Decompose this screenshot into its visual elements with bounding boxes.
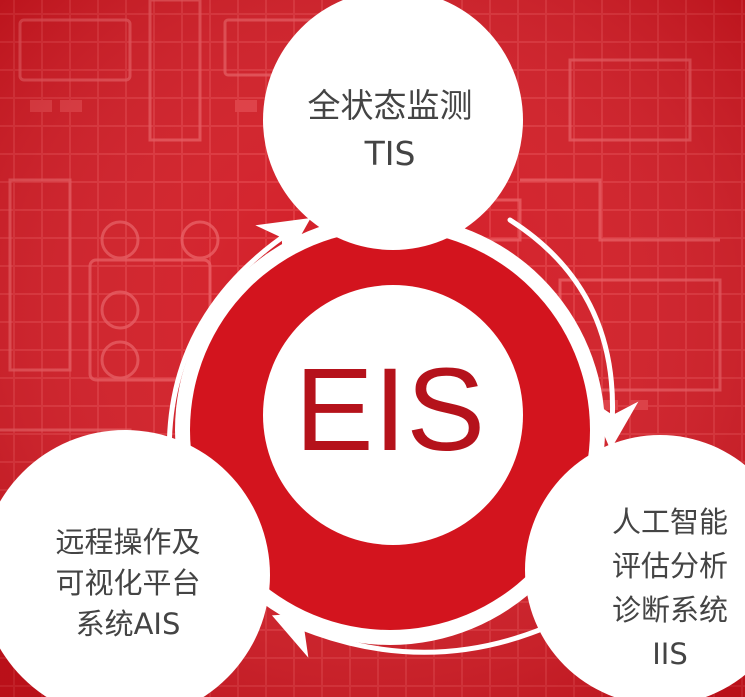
node-right-line-2: 评估分析 [611,549,728,583]
node-circle-right [525,435,745,697]
arrow-left-to-top [166,217,311,473]
node-right-line-4: IIS [652,637,688,671]
arrow-top-to-right [507,217,639,450]
node-label-right: 人工智能 评估分析 诊断系统 IIS [595,500,745,676]
node-right-line-1: 人工智能 [611,505,728,539]
node-label-left: 远程操作及 可视化平台 系统AIS [28,522,228,645]
node-circle-top [263,0,523,250]
node-left-line-2: 可视化平台 [55,566,201,600]
node-top-line-1: 全状态监测 [307,86,473,125]
node-top-line-2: TIS [364,134,416,173]
center-label: EIS [294,344,486,476]
node-label-top: 全状态监测 TIS [255,82,525,178]
center-circle [263,285,523,545]
node-circle-left [0,430,270,697]
node-right-line-3: 诊断系统 [611,593,728,627]
node-left-line-3: 系统AIS [75,607,181,641]
node-left-line-1: 远程操作及 [55,525,201,559]
